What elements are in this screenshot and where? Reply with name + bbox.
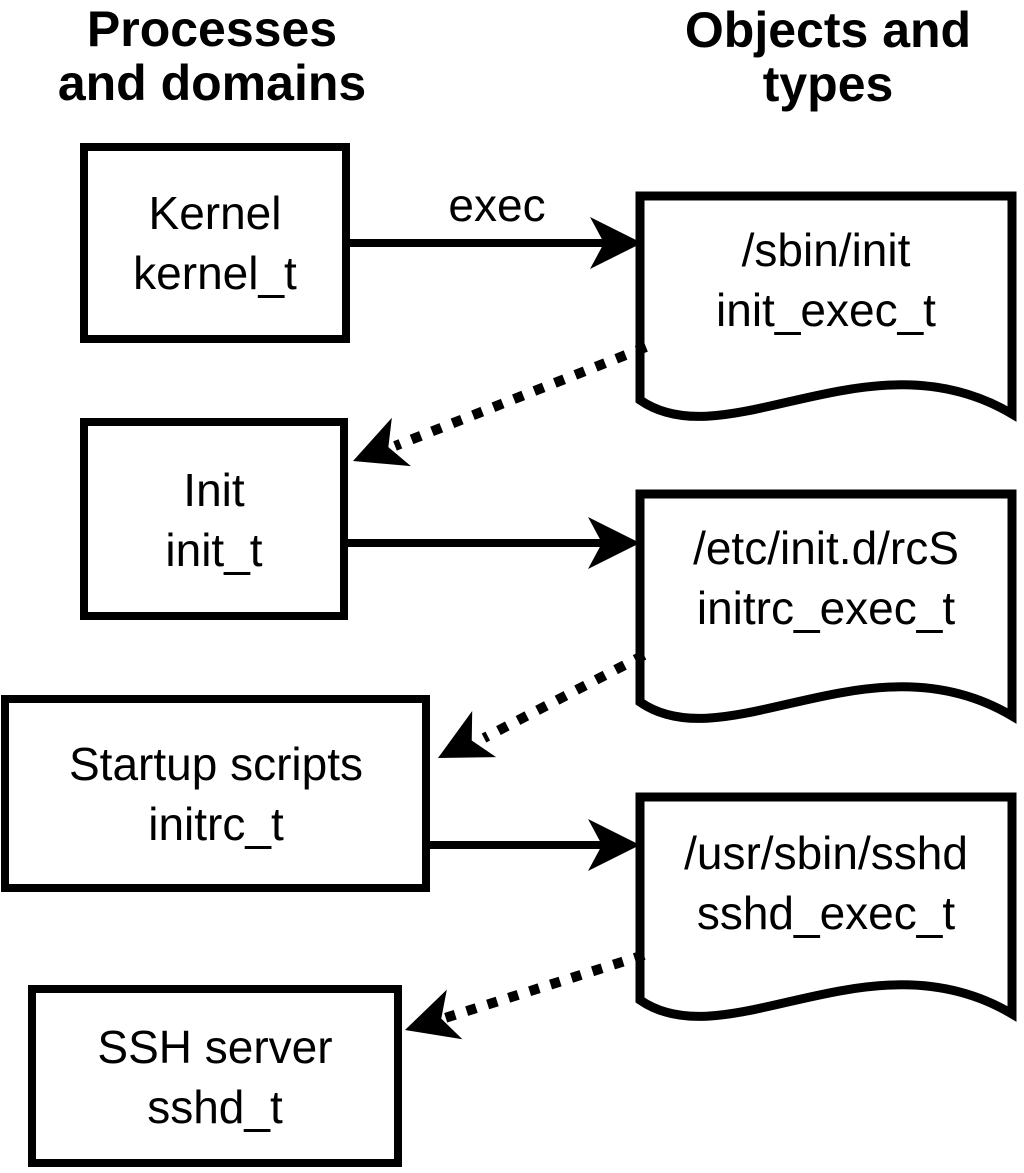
arrowhead-icon	[405, 989, 463, 1040]
etc-initd-rcs-document-label: /etc/init.d/rcS initrc_exec_t	[693, 518, 959, 638]
object-type: initrc_exec_t	[696, 582, 956, 634]
startup-scripts-box-label: Startup scripts initrc_t	[69, 734, 363, 854]
header-line: types	[762, 56, 894, 112]
header-line: Processes	[86, 1, 338, 57]
object-path: /usr/sbin/sshd	[684, 827, 968, 879]
dotted-arrow-sbin-init-to-init	[353, 342, 648, 467]
sbin-init-document-label: /sbin/init init_exec_t	[716, 220, 936, 340]
usr-sbin-sshd-document-label: /usr/sbin/sshd sshd_exec_t	[684, 823, 968, 943]
arrowhead-icon	[590, 217, 642, 269]
solid-arrow-initrc-to-sshd	[428, 819, 640, 871]
usr-sbin-sshd-document	[635, 792, 1017, 1022]
object-path: /etc/init.d/rcS	[693, 522, 959, 574]
kernel-box-label: Kernel kernel_t	[133, 183, 297, 303]
ssh-server-box-label: SSH server sshd_t	[97, 1017, 332, 1137]
process-name: Init	[183, 464, 245, 516]
process-domain: sshd_t	[147, 1081, 283, 1133]
column-header-objects: Objects and types	[685, 3, 971, 111]
header-line: and domains	[57, 55, 367, 111]
dotted-arrow-sshd-to-sshd-t	[405, 950, 646, 1040]
arrowhead-icon	[353, 417, 411, 467]
column-header-processes: Processes and domains	[58, 2, 366, 110]
etc-initd-rcs-document	[635, 489, 1017, 724]
dotted-arrow-rcs-to-initrc	[438, 650, 647, 758]
process-name: SSH server	[97, 1021, 333, 1073]
object-path: /sbin/init	[741, 224, 911, 276]
exec-arrow-label: exec	[448, 179, 546, 231]
kernel-box	[80, 143, 350, 343]
solid-arrow-init-to-rcs	[348, 517, 640, 569]
arrowhead-icon	[588, 517, 640, 569]
process-domain: init_t	[165, 524, 263, 576]
process-name: Startup scripts	[69, 738, 363, 790]
process-domain: initrc_t	[148, 798, 284, 850]
header-line: Objects and	[684, 2, 972, 58]
arrowhead-icon	[438, 710, 497, 758]
process-domain: kernel_t	[133, 247, 297, 299]
object-type: sshd_exec_t	[696, 887, 956, 939]
startup-scripts-box	[1, 695, 430, 892]
sbin-init-document	[635, 191, 1017, 422]
solid-arrow-kernel-to-sbin-init	[350, 217, 642, 269]
object-type: init_exec_t	[716, 284, 936, 336]
ssh-server-box	[28, 985, 402, 1167]
init-box-label: Init init_t	[165, 460, 262, 580]
init-box	[80, 418, 348, 620]
process-name: Kernel	[148, 187, 282, 239]
arrowhead-icon	[588, 819, 640, 871]
